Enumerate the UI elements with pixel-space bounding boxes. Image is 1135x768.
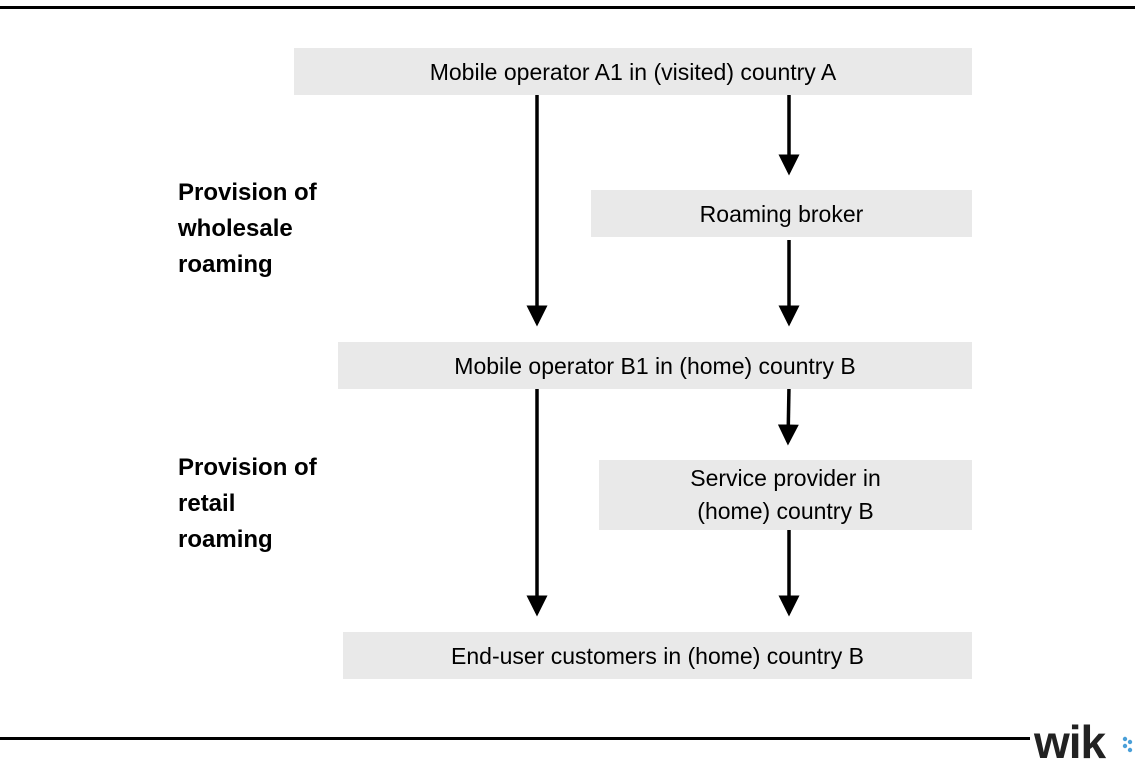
node-operator-b1: Mobile operator B1 in (home) country B [338, 342, 972, 389]
node-end-user: End-user customers in (home) country B [343, 632, 972, 679]
wik-logo: wik [1034, 716, 1106, 768]
node-service-provider-label: Service provider in (home) country B [690, 465, 881, 524]
retail-roaming-label: Provision of retail roaming [178, 454, 317, 553]
node-operator-b1-label: Mobile operator B1 in (home) country B [454, 352, 856, 379]
bottom-rule [0, 737, 1030, 740]
node-service-provider: Service provider in (home) country B [599, 460, 972, 530]
top-rule [0, 6, 1135, 9]
wholesale-roaming-label: Provision of wholesale roaming [178, 179, 317, 278]
wik-logo-mark-icon [1122, 736, 1133, 753]
node-operator-a1-label: Mobile operator A1 in (visited) country … [429, 58, 837, 85]
arrow-b1-to-service-provider [777, 385, 799, 446]
node-end-user-label: End-user customers in (home) country B [451, 642, 864, 669]
wik-logo-text: wik [1034, 716, 1106, 768]
node-roaming-broker: Roaming broker [591, 190, 972, 237]
node-roaming-broker-label: Roaming broker [699, 200, 864, 227]
node-operator-a1: Mobile operator A1 in (visited) country … [294, 48, 972, 95]
